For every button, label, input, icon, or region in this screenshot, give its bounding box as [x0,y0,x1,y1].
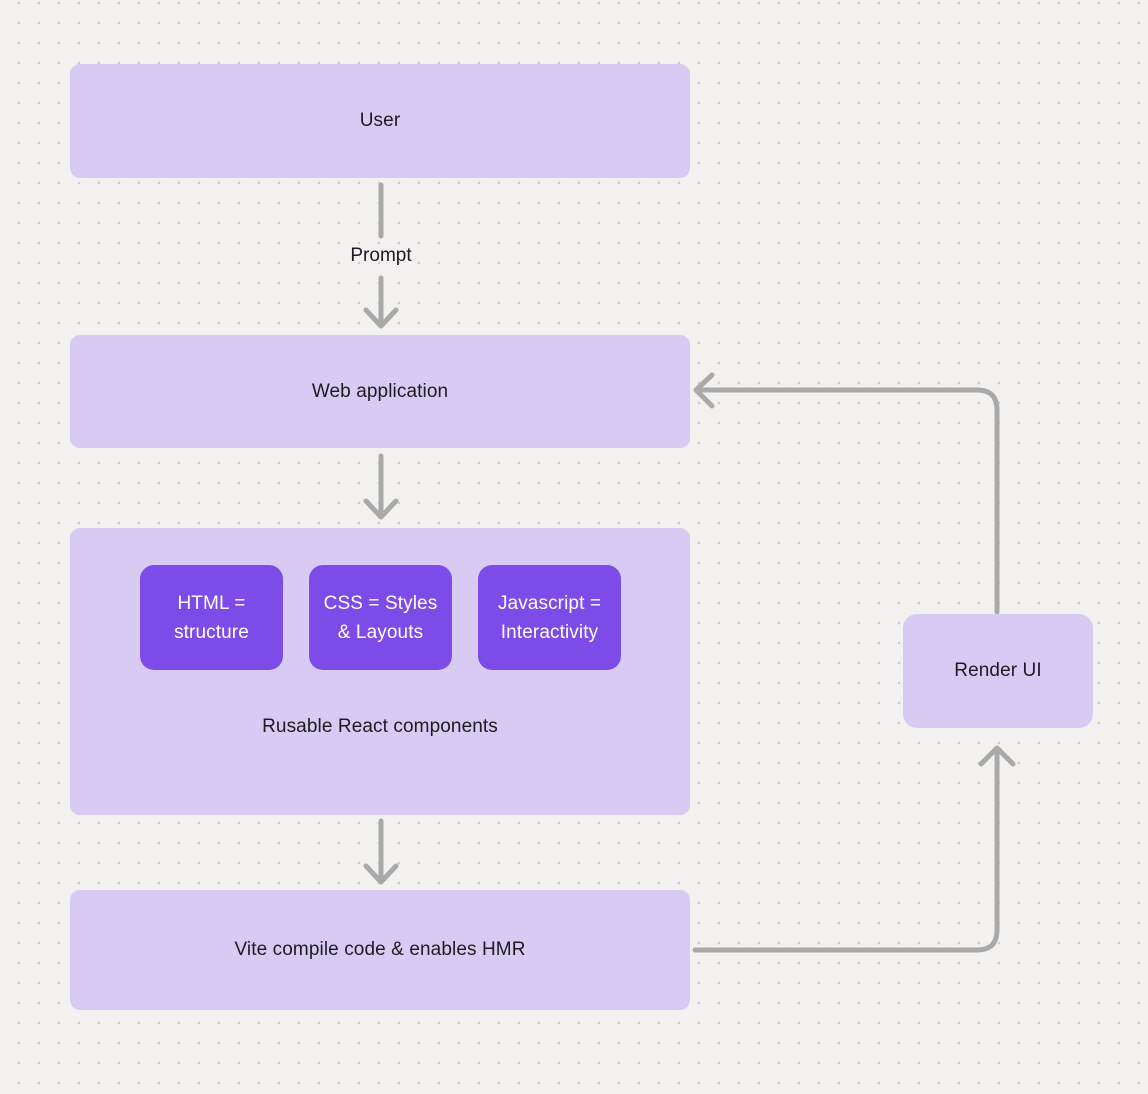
chip-css: CSS = Styles & Layouts [309,565,452,670]
node-vite-label: Vite compile code & enables HMR [234,939,526,960]
components-caption: Rusable React components [262,716,498,737]
arrowhead-left-webapp-icon [693,372,715,409]
node-user-label: User [359,110,401,131]
chip-html: HTML = structure [140,565,283,670]
arrowhead-down-vite-icon [363,863,399,885]
node-vite: Vite compile code & enables HMR [70,890,690,1010]
node-web-application-label: Web application [311,380,449,402]
arrowhead-down-webapp-icon [363,307,399,329]
chip-css-label: CSS = Styles & Layouts [323,592,438,643]
node-user: User [70,64,690,178]
node-web-application: Web application [70,335,690,448]
node-render-ui: Render UI [903,614,1093,728]
chip-javascript-label: Javascript = Interactivity [497,592,602,643]
node-components-group: HTML = structure CSS = Styles & Layouts … [70,528,690,815]
chip-html-label: HTML = structure [174,592,249,643]
arrowhead-down-components-icon [363,498,399,520]
edge-label-prompt: Prompt [350,245,412,266]
arrowhead-up-render-icon [978,745,1016,767]
edge-render-to-webapp [695,387,1000,615]
chip-javascript: Javascript = Interactivity [478,565,621,670]
edge-vite-to-render [692,747,1000,953]
node-render-ui-label: Render UI [954,660,1042,681]
